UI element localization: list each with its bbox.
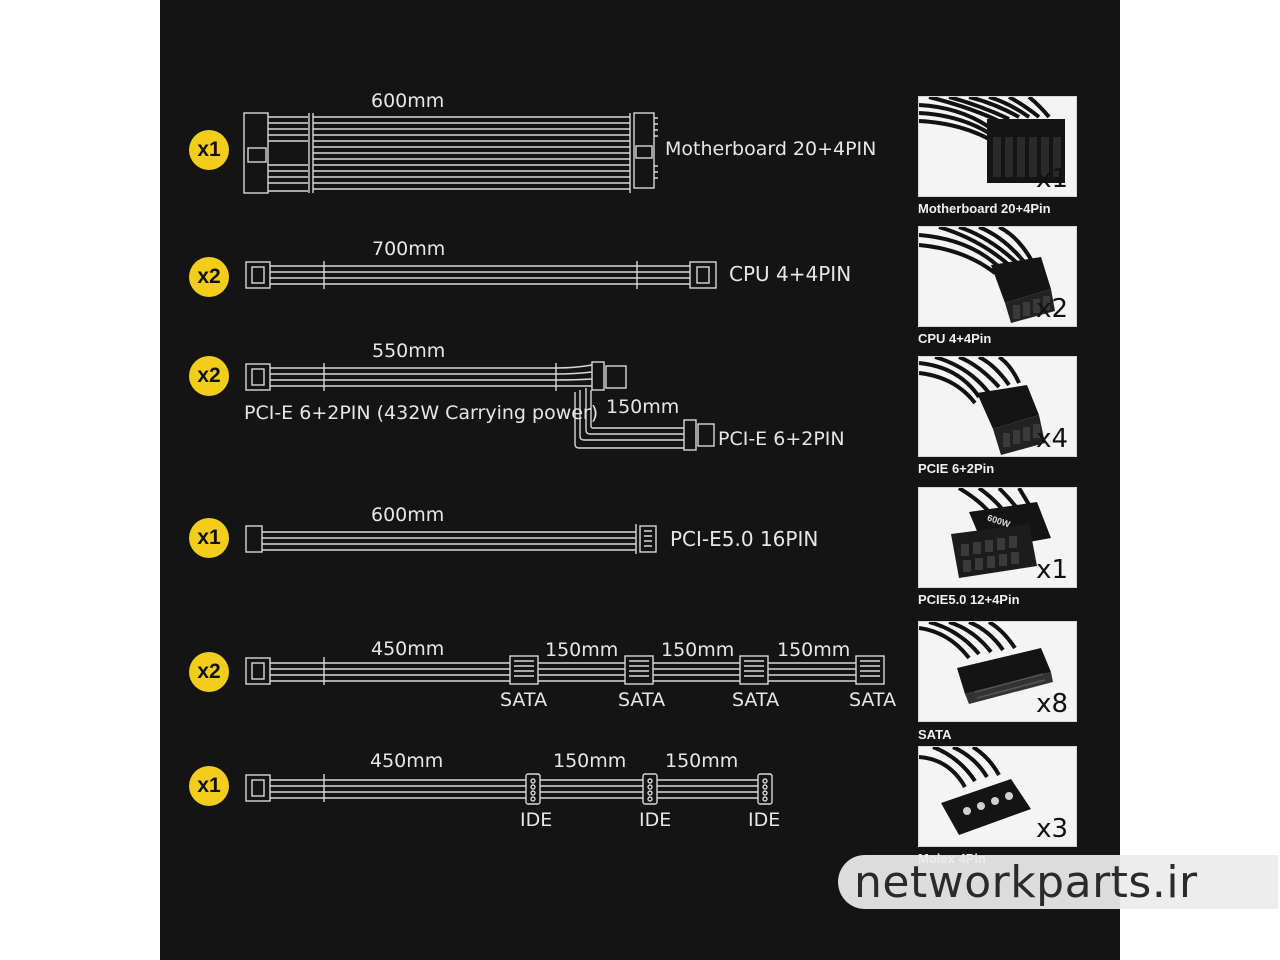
cable-label: PCI-E5.0 16PIN [670,527,819,551]
pcie5-cable [245,524,657,554]
motherboard-connector-image [919,97,1065,183]
connector-label: SATA [618,689,666,711]
connector-label: SATA [500,689,548,711]
watermark-banner [838,855,1278,909]
cpu-connector-image [919,227,1055,323]
connector-label: SATA [849,689,897,711]
qty-badge-sata: x2 [189,652,229,692]
qty-badge-pcie: x2 [189,356,229,396]
sata-connector-photo: x8 [918,621,1077,722]
qty-badge-ide: x1 [189,766,229,806]
connector-label: IDE [639,809,672,831]
length-label: 700mm [372,238,446,260]
thumbnail-qty: x2 [1036,294,1068,324]
segment-length-label: 150mm [545,639,619,661]
length-label: 550mm [372,340,446,362]
length-label: 600mm [371,504,445,526]
thumbnail-caption: CPU 4+4Pin [918,331,992,346]
pcie-connector-image [919,357,1045,455]
cable-label: PCI-E 6+2PIN (432W Carrying power) [244,402,599,424]
qty-badge-motherboard: x1 [189,130,229,170]
thumbnail-caption: PCIE5.0 12+4Pin [918,592,1020,607]
pcie5-connector-image [951,488,1051,578]
length-label: 450mm [370,750,444,772]
length-label: 600mm [371,90,445,112]
pcie-cable [245,361,715,451]
segment-length-label: 150mm [777,639,851,661]
branch-label: PCI-E 6+2PIN [718,428,845,450]
thumbnail-caption: SATA [918,727,952,742]
segment-length-label: 150mm [661,639,735,661]
ide-cable [245,773,773,805]
pcie5-connector-photo: 600W x1 [918,487,1077,588]
connector-label: SATA [732,689,780,711]
thumbnail-qty: x1 [1036,164,1068,194]
sata-connector-image [919,622,1053,704]
thumbnail-qty: x8 [1036,689,1068,719]
branch-length-label: 150mm [606,396,680,418]
molex-connector-image [919,747,1031,835]
cpu-cable [245,261,717,289]
thumbnail-qty: x3 [1036,814,1068,844]
segment-length-label: 150mm [553,750,627,772]
motherboard-cable [243,112,658,194]
thumbnail-caption: PCIE 6+2Pin [918,461,995,476]
motherboard-connector-photo: x1 [918,96,1077,197]
qty-badge-pcie5: x1 [189,518,229,558]
cpu-connector-photo: x2 [918,226,1077,327]
pcie-connector-photo: x4 [918,356,1077,457]
sata-cable [245,655,885,685]
thumbnail-qty: x4 [1036,424,1068,454]
watermark-text: networkparts.ir [854,857,1198,908]
segment-length-label: 150mm [665,750,739,772]
connector-label: IDE [520,809,553,831]
cable-label: Motherboard 20+4PIN [665,138,877,160]
thumbnail-qty: x1 [1036,555,1068,585]
qty-badge-cpu: x2 [189,257,229,297]
cable-label: CPU 4+4PIN [729,262,852,286]
length-label: 450mm [371,638,445,660]
molex-connector-photo: x3 [918,746,1077,847]
thumbnail-caption: Motherboard 20+4Pin [918,201,1051,216]
connector-label: IDE [748,809,781,831]
